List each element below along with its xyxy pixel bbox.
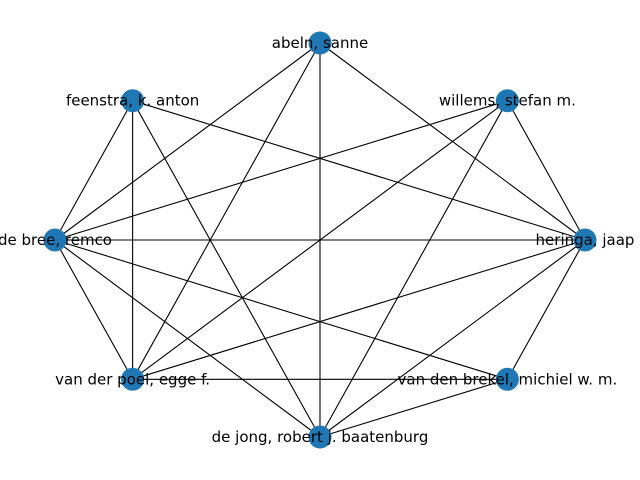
edge-dejong-vandenbrekel xyxy=(319,378,508,438)
edges-layer xyxy=(54,42,586,438)
nodes-layer xyxy=(43,31,597,449)
edge-heringa-vanderpoel xyxy=(132,239,586,380)
node-heringa xyxy=(573,228,597,252)
edge-willems-dejong xyxy=(319,100,508,438)
node-vanderpoel xyxy=(121,367,145,391)
node-willems xyxy=(495,89,519,113)
node-label-willems: willems, stefan m. xyxy=(439,92,576,110)
node-abeln xyxy=(308,31,332,55)
edge-debree-vandenbrekel xyxy=(54,239,508,380)
node-label-abeln: abeln, sanne xyxy=(272,34,368,52)
edge-feenstra-heringa xyxy=(132,100,586,241)
edge-feenstra-dejong xyxy=(132,100,321,438)
node-feenstra xyxy=(121,89,145,113)
node-label-feenstra: feenstra, k. anton xyxy=(66,92,199,110)
node-label-vanderpoel: van der poel, egge f. xyxy=(55,370,210,388)
edge-feenstra-debree xyxy=(54,100,134,241)
node-dejong xyxy=(308,425,332,449)
edge-abeln-debree xyxy=(54,42,321,241)
edge-heringa-dejong xyxy=(319,239,586,438)
labels-layer: abeln, sanne willems, stefan m. heringa, j… xyxy=(0,34,634,446)
node-label-vandenbrekel: van den brekel, michiel w. m. xyxy=(398,370,618,388)
edge-willems-debree xyxy=(54,100,508,241)
node-label-heringa: heringa, jaap xyxy=(536,231,635,249)
edge-debree-dejong xyxy=(54,239,321,438)
node-label-dejong: de jong, robert j. baatenburg xyxy=(212,428,429,446)
edge-willems-heringa xyxy=(506,100,586,241)
edge-debree-vanderpoel xyxy=(54,239,134,380)
edge-abeln-vanderpoel xyxy=(132,42,321,380)
node-label-debree: de bree, remco xyxy=(0,231,112,249)
node-debree xyxy=(43,228,67,252)
node-vandenbrekel xyxy=(495,367,519,391)
edge-heringa-vandenbrekel xyxy=(506,239,586,380)
